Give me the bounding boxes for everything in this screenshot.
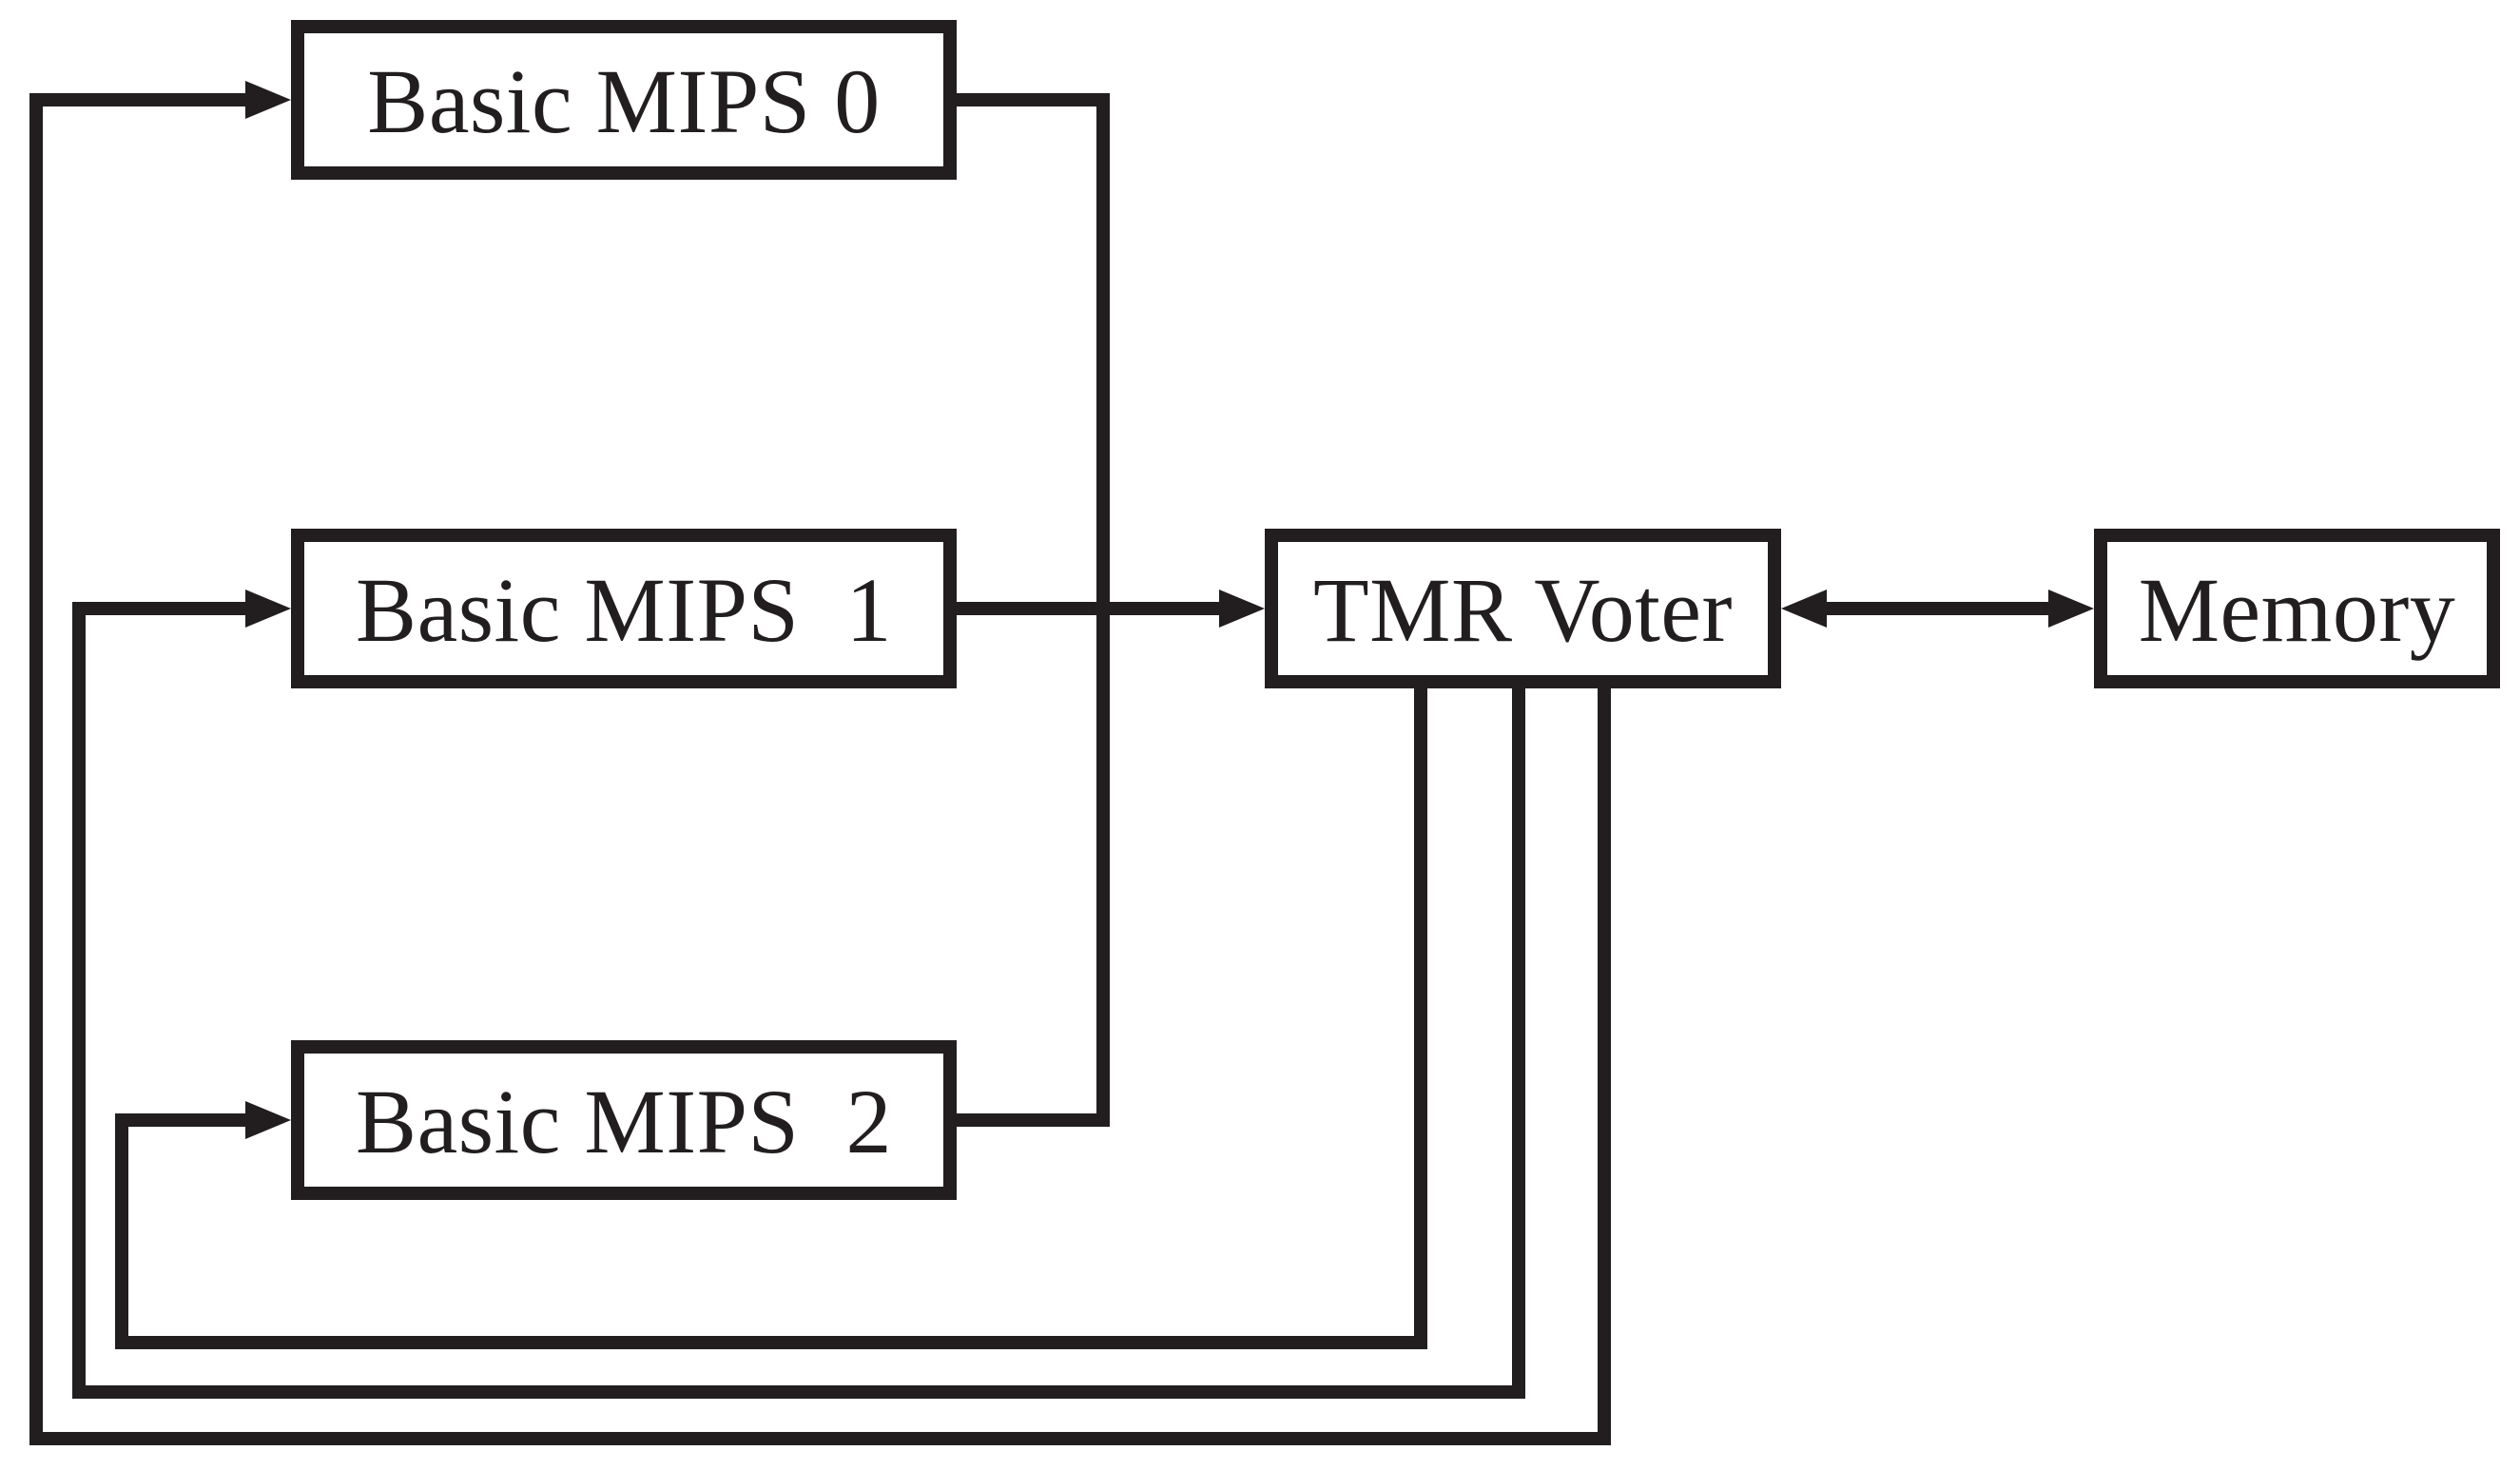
node-tmr-voter-label: TMR Voter: [1313, 559, 1733, 661]
node-basic-mips-2: Basic MIPS 2: [291, 1040, 957, 1200]
node-basic-mips-0-label: Basic MIPS 0: [367, 50, 881, 152]
node-basic-mips-1-label: Basic MIPS 1: [356, 559, 892, 661]
arrowhead-into-memory: [2048, 590, 2094, 628]
arrowhead-into-mips2: [245, 1101, 291, 1139]
node-basic-mips-1: Basic MIPS 1: [291, 529, 957, 688]
edge-voter-to-mips2-feedback: [115, 687, 1427, 1349]
node-memory: Memory: [2094, 529, 2500, 688]
arrowhead-into-voter-from-memory: [1781, 590, 1827, 628]
node-basic-mips-2-label: Basic MIPS 2: [356, 1071, 892, 1172]
edge-voter-to-mips0-feedback: [29, 93, 1611, 1445]
node-basic-mips-0: Basic MIPS 0: [291, 20, 957, 180]
node-memory-label: Memory: [2138, 559, 2456, 661]
arrowhead-into-mips0: [245, 81, 291, 119]
node-tmr-voter: TMR Voter: [1265, 529, 1781, 688]
arrowhead-into-mips1: [245, 590, 291, 628]
arrowhead-into-voter: [1219, 590, 1265, 628]
edge-voter-to-mips1-feedback: [72, 602, 1525, 1399]
